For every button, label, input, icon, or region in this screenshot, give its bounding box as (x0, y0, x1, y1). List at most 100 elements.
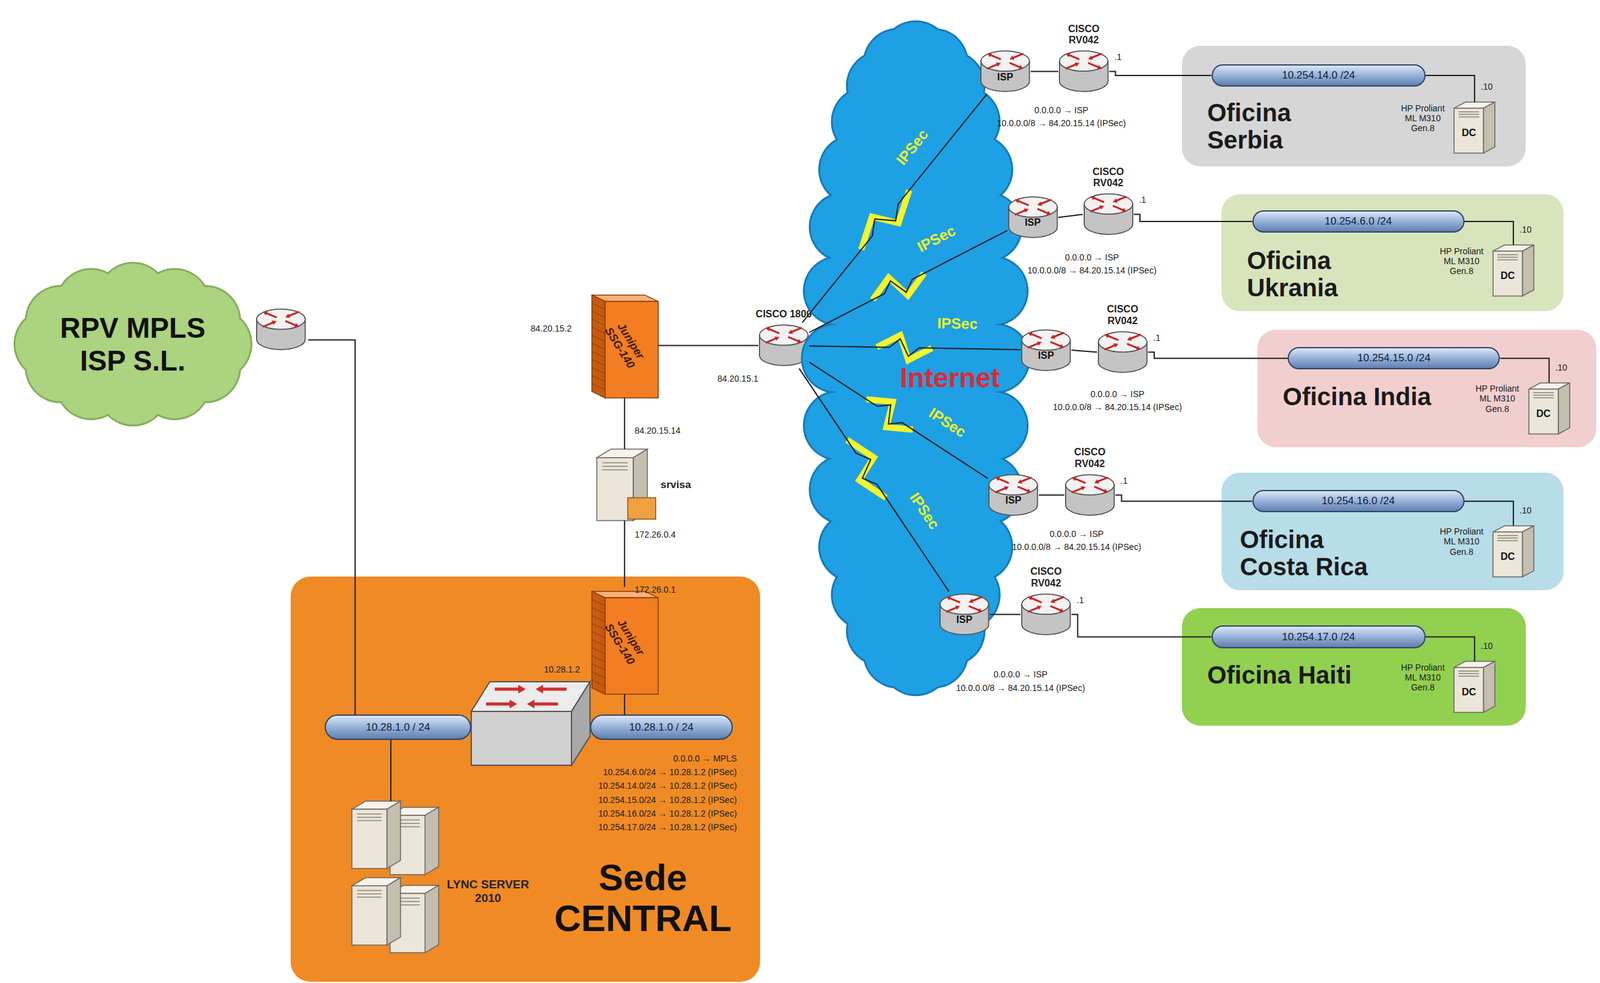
network-link (658, 345, 759, 347)
router-top (1021, 594, 1071, 615)
label-holder: .1 (1076, 594, 1085, 605)
address-label: HP Proliant ML M310 Gen.8 (1396, 103, 1450, 133)
office-region: Oficina Haiti10.254.17.0 /24DC (1181, 607, 1526, 726)
arrow-stroke (1104, 345, 1116, 350)
brick-line (591, 375, 605, 382)
brick-line (591, 639, 605, 646)
server-front (1528, 389, 1559, 435)
brick-line (591, 679, 605, 686)
server: DC (1493, 244, 1534, 297)
arrow-head (1027, 596, 1033, 601)
address-label: 10.0.0.0/8 → 84.20.15.14 (IPSec) (1027, 265, 1157, 276)
address-label: HP Proliant ML M310 Gen.8 (1435, 526, 1489, 557)
arrow-stroke (1040, 199, 1051, 205)
router-icon (1020, 591, 1072, 638)
arrow-head (1004, 486, 1010, 491)
arrow-stroke (971, 596, 983, 602)
label-holder: 10.254.14.0/24 → 10.28.1.2 (IPSec) (598, 780, 737, 791)
mpls-cloud-label: RPV MPLS ISP S.L. (40, 311, 226, 378)
server-symbol (1493, 525, 1534, 578)
server-slot (602, 465, 628, 467)
router-label: ISP (979, 71, 1032, 83)
arrow-head (995, 476, 1001, 482)
text-holder: CISCO RV042 (1054, 23, 1114, 47)
text-holder: Juniper SSG-140 (591, 586, 659, 694)
server-slot (357, 820, 383, 822)
office-region: Oficina India10.254.15.0 /24DC (1257, 329, 1597, 448)
arrow-head (1113, 343, 1119, 348)
label-holder: 10.0.0.0/8 → 84.20.15.14 (IPSec) (1027, 265, 1157, 276)
arrow-stroke (949, 598, 960, 603)
server-side (1557, 382, 1570, 435)
arrow-stroke (1014, 210, 1025, 215)
server-cluster: LYNC SERVER 2010 (351, 800, 439, 955)
brick-line (591, 367, 605, 374)
text-holder: 10.254.16.0 /24 (1253, 491, 1464, 511)
arrow-stroke (1112, 205, 1124, 211)
text-holder: CISCO RV042 (1060, 446, 1120, 470)
router: CISCO RV042 (1020, 591, 1072, 638)
arrow-head (787, 329, 793, 334)
server: DC (1528, 382, 1570, 435)
office-region-label: Oficina Serbia (1207, 98, 1359, 154)
server-slot (1497, 259, 1518, 261)
server-label: DC (1454, 127, 1484, 139)
arrow-stroke (1071, 487, 1083, 493)
address-label: 84.20.15.14 (634, 425, 681, 436)
router: CISCO RV042 (1082, 191, 1135, 237)
network-bus: 10.254.6.0 /24 (1252, 210, 1465, 233)
router-label: ISP (938, 614, 991, 626)
brick-line (591, 647, 605, 654)
arrow-head (1027, 332, 1033, 337)
arrow-stroke (1021, 477, 1032, 482)
network-link (1499, 358, 1549, 383)
text-holder: ISP (979, 71, 1032, 83)
office-region: Oficina Costa Rica10.254.16.0 /24DC (1221, 472, 1564, 591)
server-front (1454, 108, 1484, 154)
server-side (387, 800, 401, 869)
arrow-stroke (1074, 478, 1086, 484)
address-label: .10 (1480, 640, 1493, 651)
label-holder: .1 (1120, 475, 1129, 486)
text-holder: 10.28.1.0 / 24 (591, 715, 732, 739)
text-holder: Juniper SSG-140 (591, 290, 659, 398)
address-label: 0.0.0.0 → ISP (1034, 105, 1088, 116)
network-link (1039, 494, 1065, 496)
brick-line (591, 671, 605, 678)
arrow-head (1112, 198, 1118, 203)
arrow-head (1103, 488, 1109, 493)
device-heading: CISCO RV042 (1078, 166, 1138, 190)
address-label: 172.26.0.4 (634, 529, 676, 540)
arrow-stroke (285, 320, 296, 326)
network-link (1464, 221, 1514, 245)
label-holder: .1 (1114, 51, 1122, 62)
firewall: Juniper SSG-140 (591, 290, 659, 398)
server-symbol (1454, 661, 1495, 713)
address-label: .10 (1480, 81, 1493, 92)
link-label: IPSec (936, 314, 978, 333)
arrow-head (1045, 210, 1051, 216)
router-label: ISP (1020, 350, 1072, 362)
arrow-stroke (1097, 477, 1108, 482)
label-holder: 10.254.16.0/24 → 10.28.1.2 (IPSec) (598, 808, 737, 819)
brick-line (591, 631, 605, 638)
address-label: 84.20.15.1 (717, 373, 759, 384)
server-symbol (1493, 244, 1534, 297)
arrow-stroke (262, 322, 273, 327)
address-label: 0.0.0.0 → ISP (1090, 389, 1145, 399)
label-holder: .10 (1519, 505, 1532, 516)
network-bus-label: 10.28.1.0 / 24 (628, 721, 694, 734)
server-front (1454, 667, 1484, 713)
server-slot (1533, 392, 1554, 394)
text-holder: CISCO RV042 (1078, 166, 1138, 190)
arrow-head (262, 311, 268, 316)
network-link (624, 520, 626, 587)
address-label: .1 (1114, 51, 1122, 62)
label-holder: .10 (1480, 640, 1493, 651)
label-holder: HP Proliant ML M310 Gen.8 (1435, 246, 1489, 276)
router-top (1084, 194, 1134, 215)
office-region-label: Oficina India (1282, 382, 1435, 411)
text-holder: 10.28.1.0 / 24 (325, 715, 471, 739)
arrow-stroke (1050, 606, 1061, 611)
